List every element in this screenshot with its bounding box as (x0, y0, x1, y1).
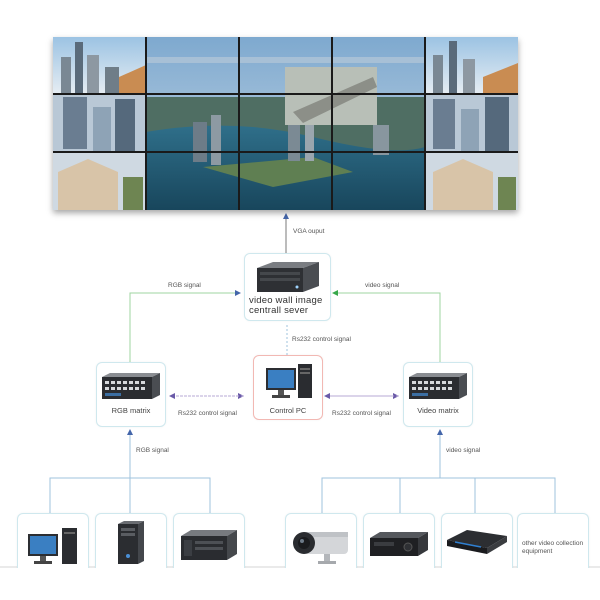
rgb-signal-line (129, 290, 241, 365)
rgb-signal-label: RGB signal (168, 282, 201, 289)
other-video-label-line2: equipment (522, 548, 553, 555)
video-signal-label: video signal (365, 282, 400, 289)
matrix-switcher-icon (409, 373, 467, 399)
server-label-line2: centrall sever (249, 305, 309, 316)
other-video-label-line1: other video collection (522, 540, 584, 547)
rgb-input-label: RGB signal (136, 447, 169, 454)
central-server-node: video wall image centrall sever (244, 253, 331, 321)
server-label-line1: video wall image (249, 295, 323, 306)
vga-output-label: VGA ouput (293, 228, 325, 235)
video-wall-image (53, 37, 518, 210)
control-pc-node: Control PC (253, 355, 323, 420)
rs232-top-label: Rs232 control signal (292, 336, 351, 343)
desktop-pc-icon (266, 364, 312, 398)
video-wall-scene (53, 37, 518, 210)
matrix-switcher-icon (102, 373, 160, 399)
security-camera-icon (293, 532, 348, 564)
rs232-left-label: Rs232 control signal (178, 410, 237, 417)
media-box-icon (447, 530, 507, 554)
dvd-player-icon (370, 532, 428, 556)
video-input-label: video signal (446, 447, 481, 454)
desktop-pc-icon (28, 528, 77, 564)
rs232-right-label: Rs232 control signal (332, 410, 391, 417)
video-signal-line (332, 290, 441, 365)
video-matrix-label: Video matrix (417, 406, 459, 415)
tower-pc-icon (118, 521, 144, 564)
rgb-matrix-node: RGB matrix (96, 362, 166, 427)
rack-server-icon (181, 530, 237, 560)
rgb-matrix-label: RGB matrix (111, 406, 151, 415)
control-pc-label: Control PC (269, 406, 307, 415)
bottom-fade (0, 568, 600, 600)
server-icon (257, 262, 319, 292)
video-matrix-node: Video matrix (403, 362, 473, 427)
